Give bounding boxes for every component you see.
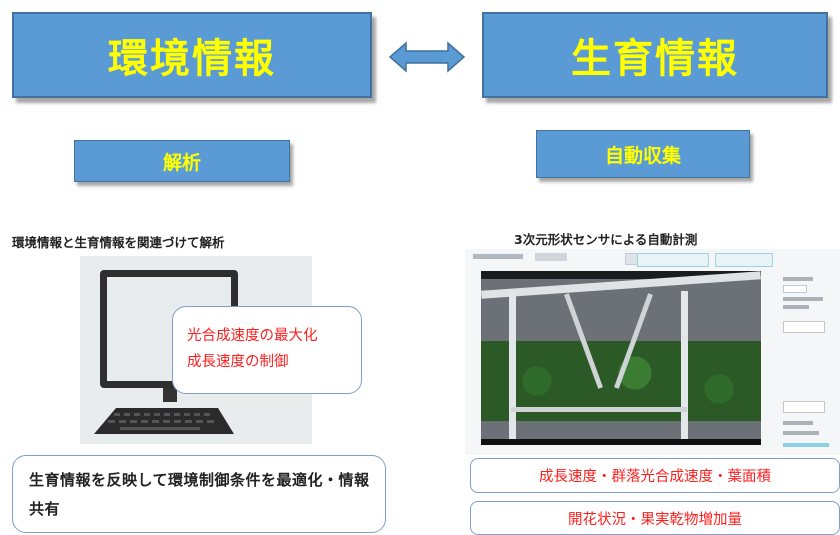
optimization-summary-text: 生育情報を反映して環境制御条件を最適化・情報共有 [29,471,370,518]
double-arrow-icon [388,40,466,74]
left-caption: 環境情報と生育情報を関連づけて解析 [12,235,225,250]
environment-info-box: 環境情報 [12,12,372,98]
growth-metrics-text: 成長速度・群落光合成速度・葉面積 [539,469,771,485]
analysis-box: 解析 [74,140,290,182]
bubble-line-2: 成長速度の制御 [187,354,289,370]
growth-info-box: 生育情報 [482,12,828,98]
right-caption: 3次元形状センサによる自動計測 [514,232,698,247]
auto-collection-box: 自動収集 [536,130,750,178]
sensor-software-screenshot [465,249,840,455]
growth-metrics-box: 成長速度・群落光合成速度・葉面積 [470,458,840,493]
analysis-label: 解析 [162,151,201,174]
optimization-summary-box: 生育情報を反映して環境制御条件を最適化・情報共有 [12,455,386,533]
auto-collection-label: 自動収集 [604,144,681,167]
software-toolbar [465,249,840,267]
bubble-line-1: 光合成速度の最大化 [187,328,318,344]
flowering-fruit-text: 開花状況・果実乾物増加量 [568,511,742,528]
optimization-bubble: 光合成速度の最大化 成長速度の制御 [172,306,362,394]
growth-info-title: 生育情報 [571,36,739,82]
flowering-fruit-box: 開花状況・果実乾物増加量 [470,501,840,535]
software-side-panel [769,271,840,455]
plant-camera-view [481,271,761,445]
environment-info-title: 環境情報 [108,36,276,82]
